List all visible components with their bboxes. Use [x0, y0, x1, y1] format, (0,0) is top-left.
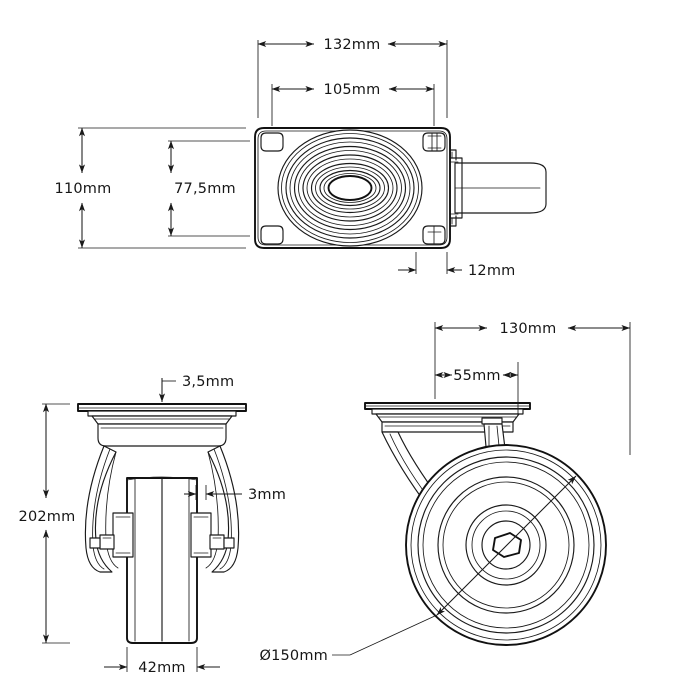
dimension-35: 3,5mm [158, 374, 234, 402]
top-view-extension-lines [78, 40, 448, 274]
front-view-wheel [126, 476, 198, 644]
dimension-55: 55mm [434, 368, 518, 384]
side-view-diameter-leader [332, 475, 577, 656]
dimension-775: 77,5mm [167, 140, 236, 236]
dimension-label-42: 42mm [138, 660, 186, 676]
dimension-3: 3mm [184, 487, 286, 503]
dimension-label-130: 130mm [500, 321, 557, 337]
top-view-hole-bottom-right [422, 225, 446, 245]
dimension-12: 12mm [398, 263, 516, 279]
top-view-plate-inner [257, 130, 448, 246]
front-view-plate [77, 403, 247, 425]
side-view-kingpin-cap [481, 417, 503, 425]
dimension-202: 202mm [19, 403, 76, 643]
top-view-mounting-holes [260, 132, 446, 245]
top-view-swivel-raceway [277, 129, 423, 247]
side-view-group: Ø150mm 130mm 55mm [259, 321, 631, 664]
dimension-110: 110mm [55, 127, 112, 248]
top-view-group: 132mm 105mm 110mm 77,5mm 12mm [55, 37, 547, 279]
dimension-label-12: 12mm [468, 263, 516, 279]
dimension-label-150: Ø150mm [259, 648, 328, 664]
top-view-wheel-projection [446, 149, 547, 227]
dimension-label-132: 132mm [324, 37, 381, 53]
dimension-label-110: 110mm [55, 181, 112, 197]
dimension-label-55: 55mm [453, 368, 501, 384]
side-view-swivel-head [381, 421, 514, 433]
front-view-swivel-housing [97, 423, 227, 447]
dimension-label-775: 77,5mm [174, 181, 236, 197]
top-view-hole-top-right [422, 132, 446, 152]
front-view-axle-assembly [89, 512, 235, 558]
dimension-label-105: 105mm [324, 82, 381, 98]
dimension-130: 130mm [434, 321, 630, 337]
dimension-label-202: 202mm [19, 509, 76, 525]
dimension-105: 105mm [271, 82, 434, 98]
dimension-42: 42mm [104, 660, 220, 676]
side-view-plate [364, 402, 531, 423]
dimension-label-35: 3,5mm [182, 374, 234, 390]
dimension-label-3: 3mm [248, 487, 286, 503]
front-view-group: 3,5mm 202mm 3mm 42mm [19, 374, 286, 676]
dimension-132: 132mm [257, 37, 447, 53]
side-view-extension-lines [434, 322, 631, 455]
